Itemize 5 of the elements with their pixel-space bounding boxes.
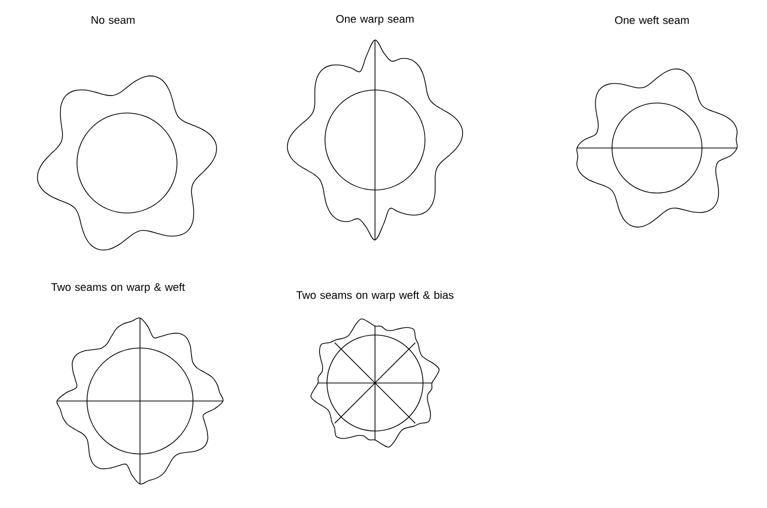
caption: No seam	[92, 16, 134, 24]
caption: One warp seam	[336, 15, 414, 25]
caption: One weft seam	[615, 16, 689, 24]
caption: Two seams on warp & weft	[51, 282, 185, 294]
caption: Two seams on warp weft & bias	[296, 290, 454, 302]
